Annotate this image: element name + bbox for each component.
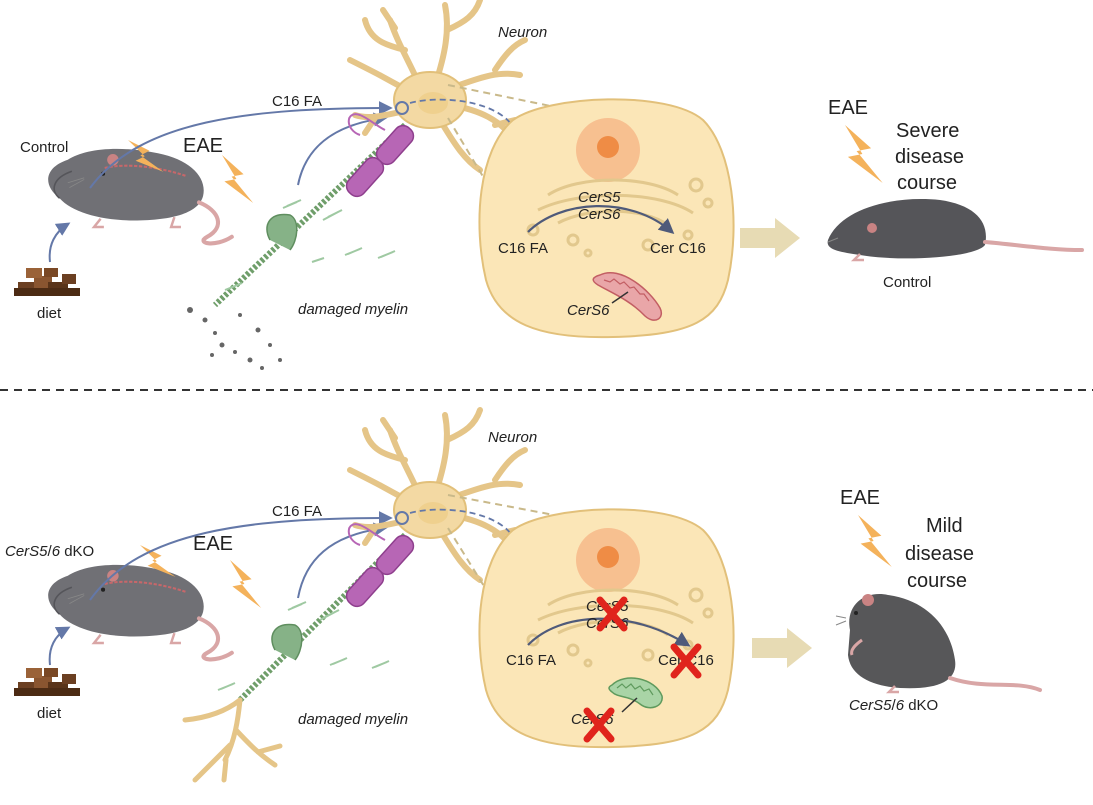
control-myelin-label: damaged myelin bbox=[298, 301, 408, 318]
control-mito-enzyme: CerS6 bbox=[567, 302, 610, 319]
control-outcome-line3: course bbox=[897, 172, 957, 194]
dko-eae-label: EAE bbox=[193, 533, 233, 555]
myelin-sheath bbox=[345, 534, 415, 608]
control-outcome-mouse-label: Control bbox=[883, 274, 931, 291]
control-substrate: C16 FA bbox=[498, 240, 548, 257]
panel-dko: CerS5/6 dKO diet EAE C16 FA Neuron bbox=[5, 410, 1042, 783]
control-outcome-eae: EAE bbox=[828, 97, 868, 119]
dko-mouse bbox=[48, 565, 232, 660]
control-mouse-label: Control bbox=[20, 139, 68, 156]
dko-outcome-line3: course bbox=[907, 570, 967, 592]
control-product: Cer C16 bbox=[650, 240, 706, 257]
dko-myelin-label: damaged myelin bbox=[298, 711, 408, 728]
dko-substrate: C16 FA bbox=[506, 652, 556, 669]
lightning-icon bbox=[845, 125, 883, 183]
control-fa-label: C16 FA bbox=[272, 93, 322, 110]
control-neuron-label: Neuron bbox=[498, 24, 547, 41]
dko-outcome-eae: EAE bbox=[840, 487, 880, 509]
dko-neuron-label: Neuron bbox=[488, 429, 537, 446]
control-outcome-line1: Severe bbox=[896, 120, 959, 142]
mitochondrion-icon bbox=[608, 677, 663, 709]
dko-outcome-mouse-label: CerS5/6 dKO bbox=[849, 697, 938, 714]
mitochondrion-icon bbox=[592, 272, 662, 321]
outcome-mouse-lying bbox=[827, 199, 1084, 262]
lightning-icon bbox=[230, 560, 262, 608]
lightning-icon bbox=[858, 515, 892, 567]
diet-icon bbox=[14, 668, 80, 696]
big-arrow bbox=[740, 218, 800, 258]
panel-control: Control diet EAE C16 FA Neuron bbox=[14, 0, 1084, 370]
outcome-mouse-sitting bbox=[835, 594, 1042, 694]
control-outcome-line2: disease bbox=[895, 146, 964, 168]
control-enzyme-bottom: CerS6 bbox=[578, 206, 621, 223]
big-arrow bbox=[752, 628, 812, 668]
dko-outcome-line2: disease bbox=[905, 543, 974, 565]
control-eae-label: EAE bbox=[183, 135, 223, 157]
dko-diet-label: diet bbox=[37, 705, 62, 722]
control-mouse bbox=[48, 149, 232, 244]
control-enzyme-top: CerS5 bbox=[578, 189, 621, 206]
lightning-icon bbox=[222, 155, 254, 203]
dko-mouse-label: CerS5/6 dKO bbox=[5, 543, 94, 560]
control-diet-label: diet bbox=[37, 305, 62, 322]
diet-icon bbox=[14, 268, 80, 296]
dko-fa-label: C16 FA bbox=[272, 503, 322, 520]
myelin-sheath bbox=[345, 124, 415, 198]
dko-outcome-line1: Mild bbox=[926, 515, 963, 537]
